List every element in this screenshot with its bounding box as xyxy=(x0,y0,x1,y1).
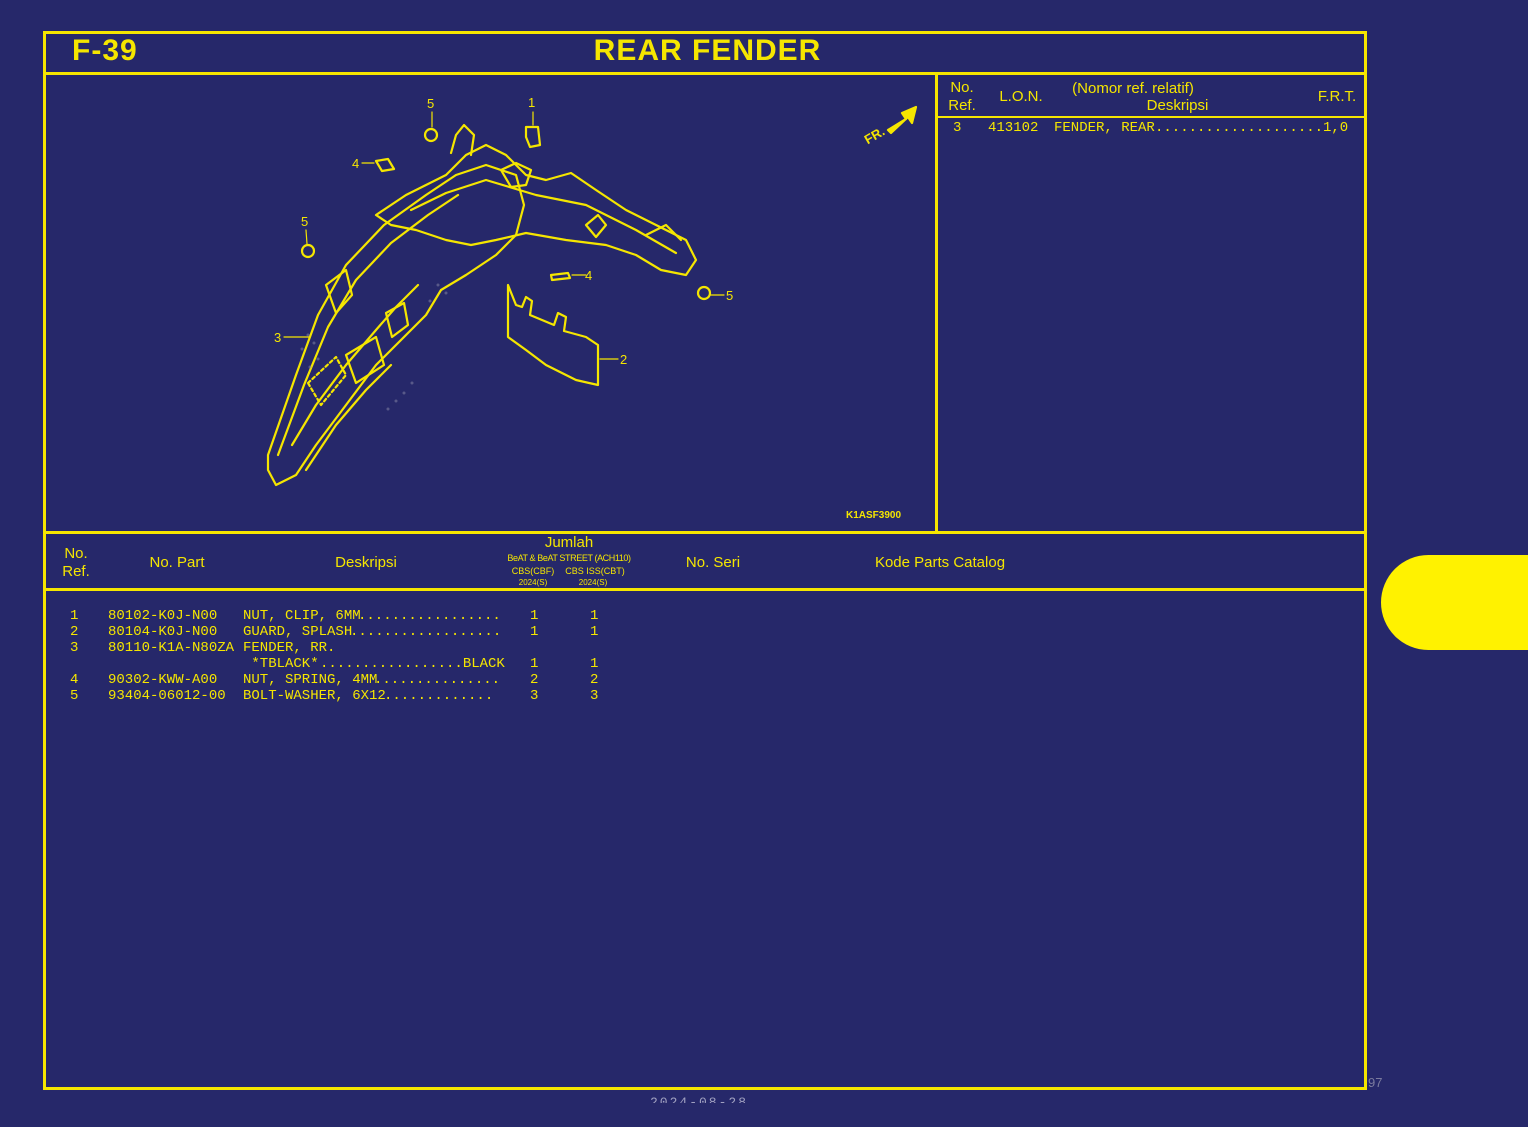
print-date: 2024-08-28 xyxy=(650,1095,749,1103)
row-desc: NUT, SPRING, 4MM xyxy=(243,672,378,688)
row-ref: 3 xyxy=(70,640,79,656)
row-ref: 2 xyxy=(70,624,79,640)
diagram-bottom-divider xyxy=(43,531,1364,534)
page-frame xyxy=(43,31,1367,1090)
parts-header-no-ref: No. Ref. xyxy=(52,545,100,581)
row-ref: 4 xyxy=(70,672,79,688)
lon-row-ref: 3 xyxy=(953,120,962,136)
splash-guard-part xyxy=(506,283,600,387)
table-row: *TBLACK* .................BLACK 1 1 xyxy=(0,656,1528,672)
lon-header-desc-1: (Nomor ref. relatif) xyxy=(1072,80,1194,97)
lon-header-desc-2: Deskripsi xyxy=(1146,97,1209,114)
parts-header-serial: No. Seri xyxy=(685,554,741,571)
lon-header-ref: Ref. xyxy=(948,97,976,114)
parts-header-part-no: No. Part xyxy=(149,554,205,571)
illustration-code: K1ASF3900 xyxy=(846,510,902,521)
row-qty-1: 1 xyxy=(530,656,539,672)
row-qty-1: 2 xyxy=(530,672,539,688)
rear-frame-part xyxy=(374,123,698,277)
callout-label: 4 xyxy=(352,156,359,171)
row-qty-2: 1 xyxy=(590,608,599,624)
callout-label: 4 xyxy=(585,268,592,283)
parts-header-qty: Jumlah xyxy=(544,534,594,551)
parts-header-col1-year: 2024(S) xyxy=(518,578,548,587)
row-dots: .................BLACK xyxy=(320,656,505,672)
parts-header-desc: Deskripsi xyxy=(335,554,397,571)
table-row: 5 93404-06012-00 BOLT-WASHER, 6X12 .....… xyxy=(0,688,1528,704)
row-part-no: 93404-06012-00 xyxy=(108,688,226,704)
lon-header-no: No. xyxy=(950,79,974,96)
row-desc: *TBLACK* xyxy=(243,656,319,672)
parts-header-ref: Ref. xyxy=(62,563,90,580)
side-navigation-tab[interactable] xyxy=(1381,555,1528,650)
figure-code: F-39 xyxy=(72,34,138,67)
callout-label: 5 xyxy=(726,288,733,303)
table-row: 1 80102-K0J-N00 NUT, CLIP, 6MM .........… xyxy=(0,608,1528,624)
lon-header-lon: L.O.N. xyxy=(999,88,1043,105)
callout-label: 1 xyxy=(528,95,535,110)
row-qty-2: 3 xyxy=(590,688,599,704)
callout-leaders xyxy=(283,111,725,360)
lon-row-desc: FENDER, REAR xyxy=(1054,120,1155,136)
lon-header-divider xyxy=(938,116,1364,118)
row-part-no: 90302-KWW-A00 xyxy=(108,672,218,688)
fastener-parts xyxy=(300,125,712,301)
row-part-no: 80110-K1A-N80ZA xyxy=(108,640,235,656)
row-qty-2: 1 xyxy=(590,656,599,672)
callout-label: 5 xyxy=(301,214,308,229)
callout-label: 5 xyxy=(427,96,434,111)
callout-label: 2 xyxy=(620,352,627,367)
lon-row-frt: 1,0 xyxy=(1323,120,1349,136)
parts-header-model: BeAT & BeAT STREET (ACH110) xyxy=(507,553,631,563)
front-label: FR. xyxy=(862,124,888,147)
row-desc: GUARD, SPLASH xyxy=(243,624,353,640)
parts-header-no: No. xyxy=(64,545,88,562)
rear-fender-part xyxy=(266,163,526,487)
row-qty-1: 1 xyxy=(530,624,539,640)
row-desc: FENDER, RR. xyxy=(243,640,336,656)
row-part-no: 80104-K0J-N00 xyxy=(108,624,218,640)
front-arrow-icon xyxy=(886,105,918,135)
row-part-no: 80102-K0J-N00 xyxy=(108,608,218,624)
row-qty-2: 2 xyxy=(590,672,599,688)
row-qty-1: 1 xyxy=(530,608,539,624)
row-qty-2: 1 xyxy=(590,624,599,640)
row-desc: BOLT-WASHER, 6X12 xyxy=(243,688,386,704)
page-title: REAR FENDER xyxy=(593,34,822,67)
diagram-lon-divider xyxy=(935,72,938,533)
row-ref: 1 xyxy=(70,608,79,624)
table-row: 2 80104-K0J-N00 GUARD, SPLASH ..........… xyxy=(0,624,1528,640)
lon-row-dots: .................... xyxy=(1155,120,1324,136)
row-desc: NUT, CLIP, 6MM xyxy=(243,608,361,624)
parts-header-col2-type: CBS ISS(CBT) xyxy=(565,566,625,576)
callout-label: 3 xyxy=(274,330,281,345)
row-dots: ............. xyxy=(384,688,494,704)
parts-header-col1-type: CBS(CBF) xyxy=(511,566,555,576)
row-ref: 5 xyxy=(70,688,79,704)
row-qty-1: 3 xyxy=(530,688,539,704)
row-dots: ............... xyxy=(374,672,501,688)
title-divider xyxy=(43,72,1364,75)
parts-header-col2-year: 2024(S) xyxy=(578,578,608,587)
page-number: 97 xyxy=(1368,1075,1383,1090)
parts-header-catalog: Kode Parts Catalog xyxy=(874,554,1006,571)
table-row: 4 90302-KWW-A00 NUT, SPRING, 4MM .......… xyxy=(0,672,1528,688)
row-dots: ................. xyxy=(358,608,501,624)
table-row: 3 80110-K1A-N80ZA FENDER, RR. xyxy=(0,640,1528,656)
row-dots: .................. xyxy=(350,624,502,640)
parts-diagram: 5 1 4 5 3 4 5 2 FR. xyxy=(266,95,918,487)
lon-header-no-ref: No. Ref. xyxy=(942,79,982,115)
hatch-texture xyxy=(300,283,448,411)
parts-header-divider xyxy=(43,588,1364,591)
lon-header-frt: F.R.T. xyxy=(1317,88,1357,105)
lon-row-lon: 413102 xyxy=(988,120,1039,136)
